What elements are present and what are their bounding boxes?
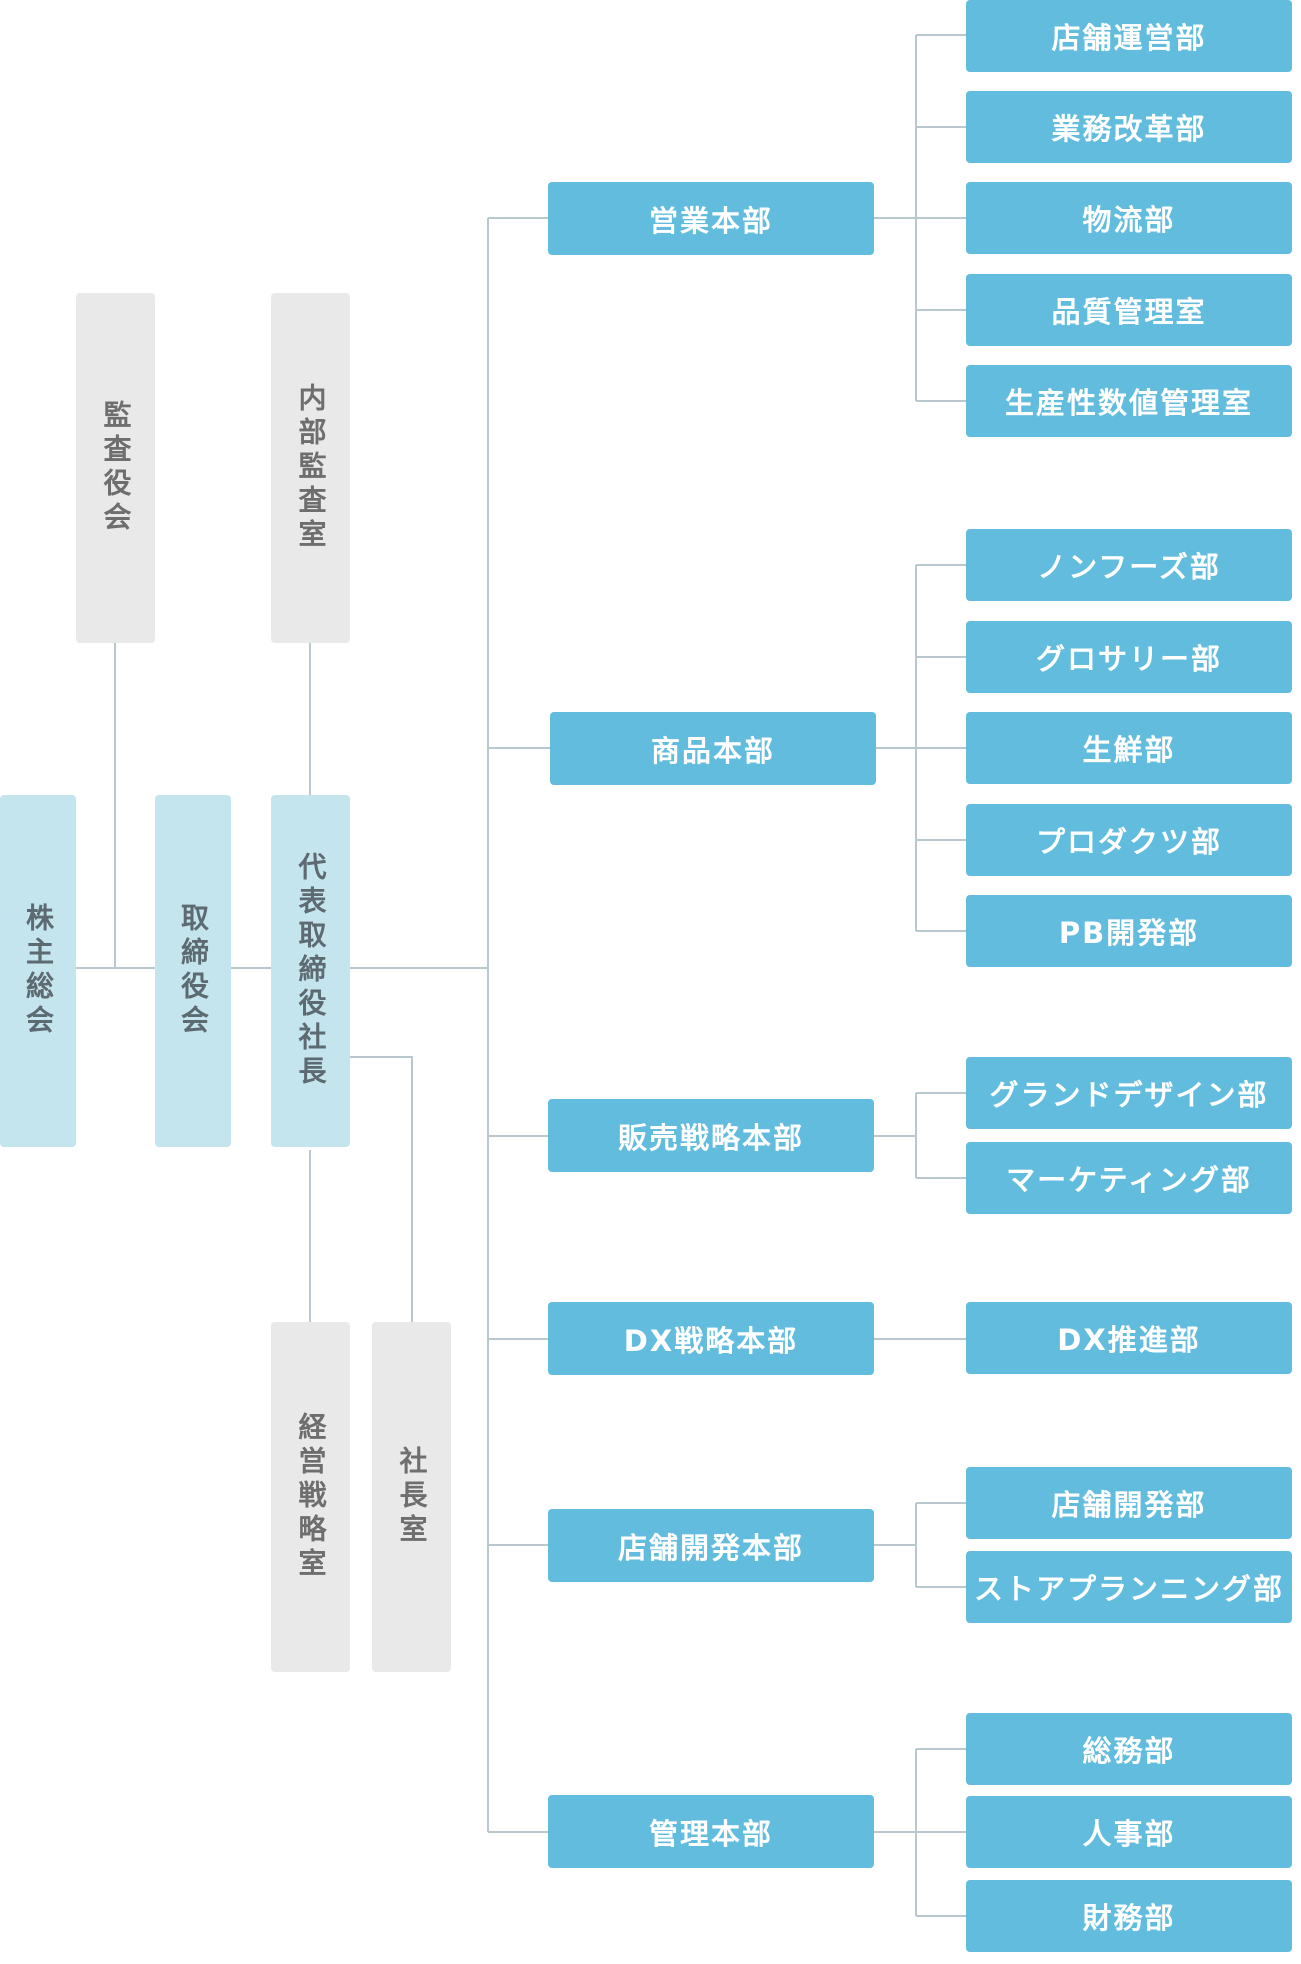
division-sales-strategy-label: 販売戦略本部	[617, 1120, 804, 1155]
department-box: 業務改革部	[966, 91, 1292, 163]
department-label: ストアプランニング部	[973, 1572, 1284, 1606]
department-label: ノンフーズ部	[1037, 550, 1221, 584]
division-dx-strategy-label: DX戦略本部	[623, 1323, 799, 1358]
department-box: 物流部	[966, 182, 1292, 254]
corporate-strategy-office-label: 経営戦略室	[294, 1412, 328, 1582]
department-label: PB開発部	[1058, 916, 1200, 950]
department-box: グランドデザイン部	[966, 1057, 1292, 1129]
division-sales-strategy-box: 販売戦略本部	[548, 1099, 874, 1172]
division-store-development-label: 店舗開発本部	[617, 1530, 804, 1565]
division-administration-box: 管理本部	[548, 1795, 874, 1868]
department-label: 財務部	[1082, 1901, 1176, 1935]
division-merchandise-box: 商品本部	[550, 712, 876, 785]
department-label: 店舗運営部	[1051, 21, 1207, 55]
department-box: PB開発部	[966, 895, 1292, 967]
president-ceo-box: 代表取締役社長	[271, 795, 350, 1147]
department-box: ストアプランニング部	[966, 1551, 1292, 1623]
department-label: 業務改革部	[1051, 112, 1207, 146]
department-box: ノンフーズ部	[966, 529, 1292, 601]
board-of-auditors-label: 監査役会	[99, 400, 133, 536]
department-box: 品質管理室	[966, 274, 1292, 346]
board-of-directors-box: 取締役会	[155, 795, 231, 1147]
board-of-auditors-box: 監査役会	[76, 293, 155, 643]
department-label: 生産性数値管理室	[1004, 386, 1253, 420]
department-box: 生産性数値管理室	[966, 365, 1292, 437]
division-merchandise-label: 商品本部	[650, 733, 775, 768]
division-sales-label: 営業本部	[648, 203, 773, 238]
division-administration-label: 管理本部	[648, 1816, 773, 1851]
department-box: プロダクツ部	[966, 804, 1292, 876]
department-label: DX推進部	[1057, 1323, 1201, 1357]
department-label: 品質管理室	[1051, 295, 1207, 329]
division-dx-strategy-box: DX戦略本部	[548, 1302, 874, 1375]
shareholders-meeting-label: 株主総会	[22, 903, 55, 1039]
corporate-strategy-office-box: 経営戦略室	[271, 1322, 350, 1672]
department-box: 人事部	[966, 1796, 1292, 1868]
department-box: 店舗開発部	[966, 1467, 1292, 1539]
internal-audit-office-box: 内部監査室	[271, 293, 350, 643]
department-label: グロサリー部	[1035, 642, 1222, 676]
president-office-label: 社長室	[395, 1446, 429, 1548]
division-store-development-box: 店舗開発本部	[548, 1509, 874, 1582]
department-label: 総務部	[1082, 1734, 1176, 1768]
department-label: 店舗開発部	[1051, 1488, 1207, 1522]
internal-audit-office-label: 内部監査室	[294, 383, 328, 553]
department-label: 物流部	[1082, 203, 1176, 237]
department-box: 財務部	[966, 1880, 1292, 1952]
department-label: プロダクツ部	[1035, 825, 1222, 859]
department-box: グロサリー部	[966, 621, 1292, 693]
department-box: 総務部	[966, 1713, 1292, 1785]
president-office-box: 社長室	[372, 1322, 451, 1672]
department-label: 生鮮部	[1082, 733, 1176, 767]
department-box: DX推進部	[966, 1302, 1292, 1374]
board-of-directors-label: 取締役会	[177, 903, 210, 1039]
department-label: グランドデザイン部	[989, 1078, 1269, 1112]
division-sales-box: 営業本部	[548, 182, 874, 255]
department-label: マーケティング部	[1006, 1163, 1252, 1197]
president-ceo-label: 代表取締役社長	[294, 852, 328, 1090]
shareholders-meeting-box: 株主総会	[0, 795, 76, 1147]
department-label: 人事部	[1082, 1817, 1176, 1851]
department-box: 店舗運営部	[966, 0, 1292, 72]
department-box: マーケティング部	[966, 1142, 1292, 1214]
department-box: 生鮮部	[966, 712, 1292, 784]
